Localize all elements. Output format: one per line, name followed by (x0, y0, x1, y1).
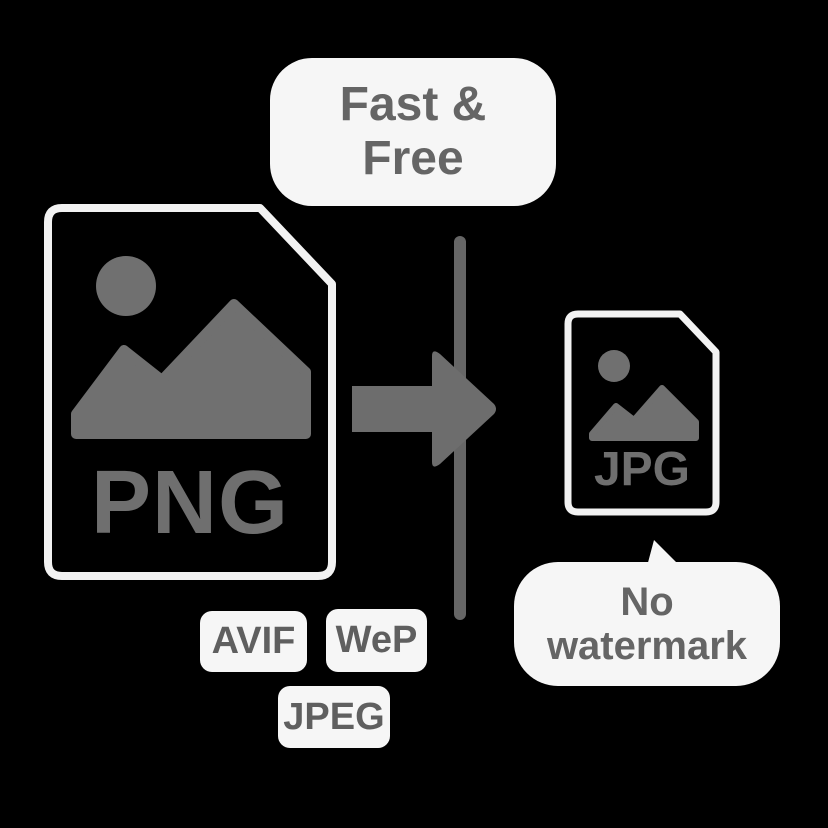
bubble-text-line1: Fast & (339, 78, 487, 131)
png-document-shape (44, 204, 336, 580)
png-label: PNG (90, 453, 290, 553)
mountain-icon (71, 299, 311, 439)
png-file-icon: PNG (44, 204, 336, 580)
jpg-document-shape (564, 310, 720, 516)
jpg-label: JPG (593, 443, 691, 496)
fast-free-bubble: Fast & Free (270, 58, 556, 206)
arrow-right-icon (348, 348, 500, 475)
no-watermark-bubble: No watermark (514, 562, 780, 686)
format-chip-wep: WeP (326, 609, 427, 672)
sun-icon (96, 256, 156, 316)
format-chip-avif: AVIF (200, 611, 307, 672)
sun-icon (598, 350, 630, 382)
bubble-text-line2: watermark (546, 624, 748, 668)
bubble-text-line1: No (620, 580, 674, 624)
jpg-file-icon: JPG (564, 310, 720, 516)
bubble-text-line2: Free (362, 132, 464, 185)
mountain-icon (589, 385, 699, 441)
format-chip-jpeg: JPEG (278, 686, 390, 748)
